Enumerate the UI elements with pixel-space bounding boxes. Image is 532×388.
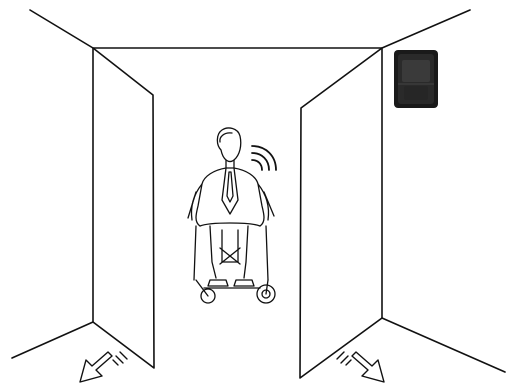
wifi-signal-icon	[251, 145, 277, 171]
wheelchair-user-figure	[187, 127, 276, 304]
right-door-panel	[299, 47, 383, 379]
exit-arrow-left	[79, 351, 128, 383]
exit-arrow-right	[336, 351, 385, 383]
room-outline	[11, 9, 506, 373]
left-door-panel	[92, 47, 155, 369]
sensor-device	[394, 50, 438, 108]
